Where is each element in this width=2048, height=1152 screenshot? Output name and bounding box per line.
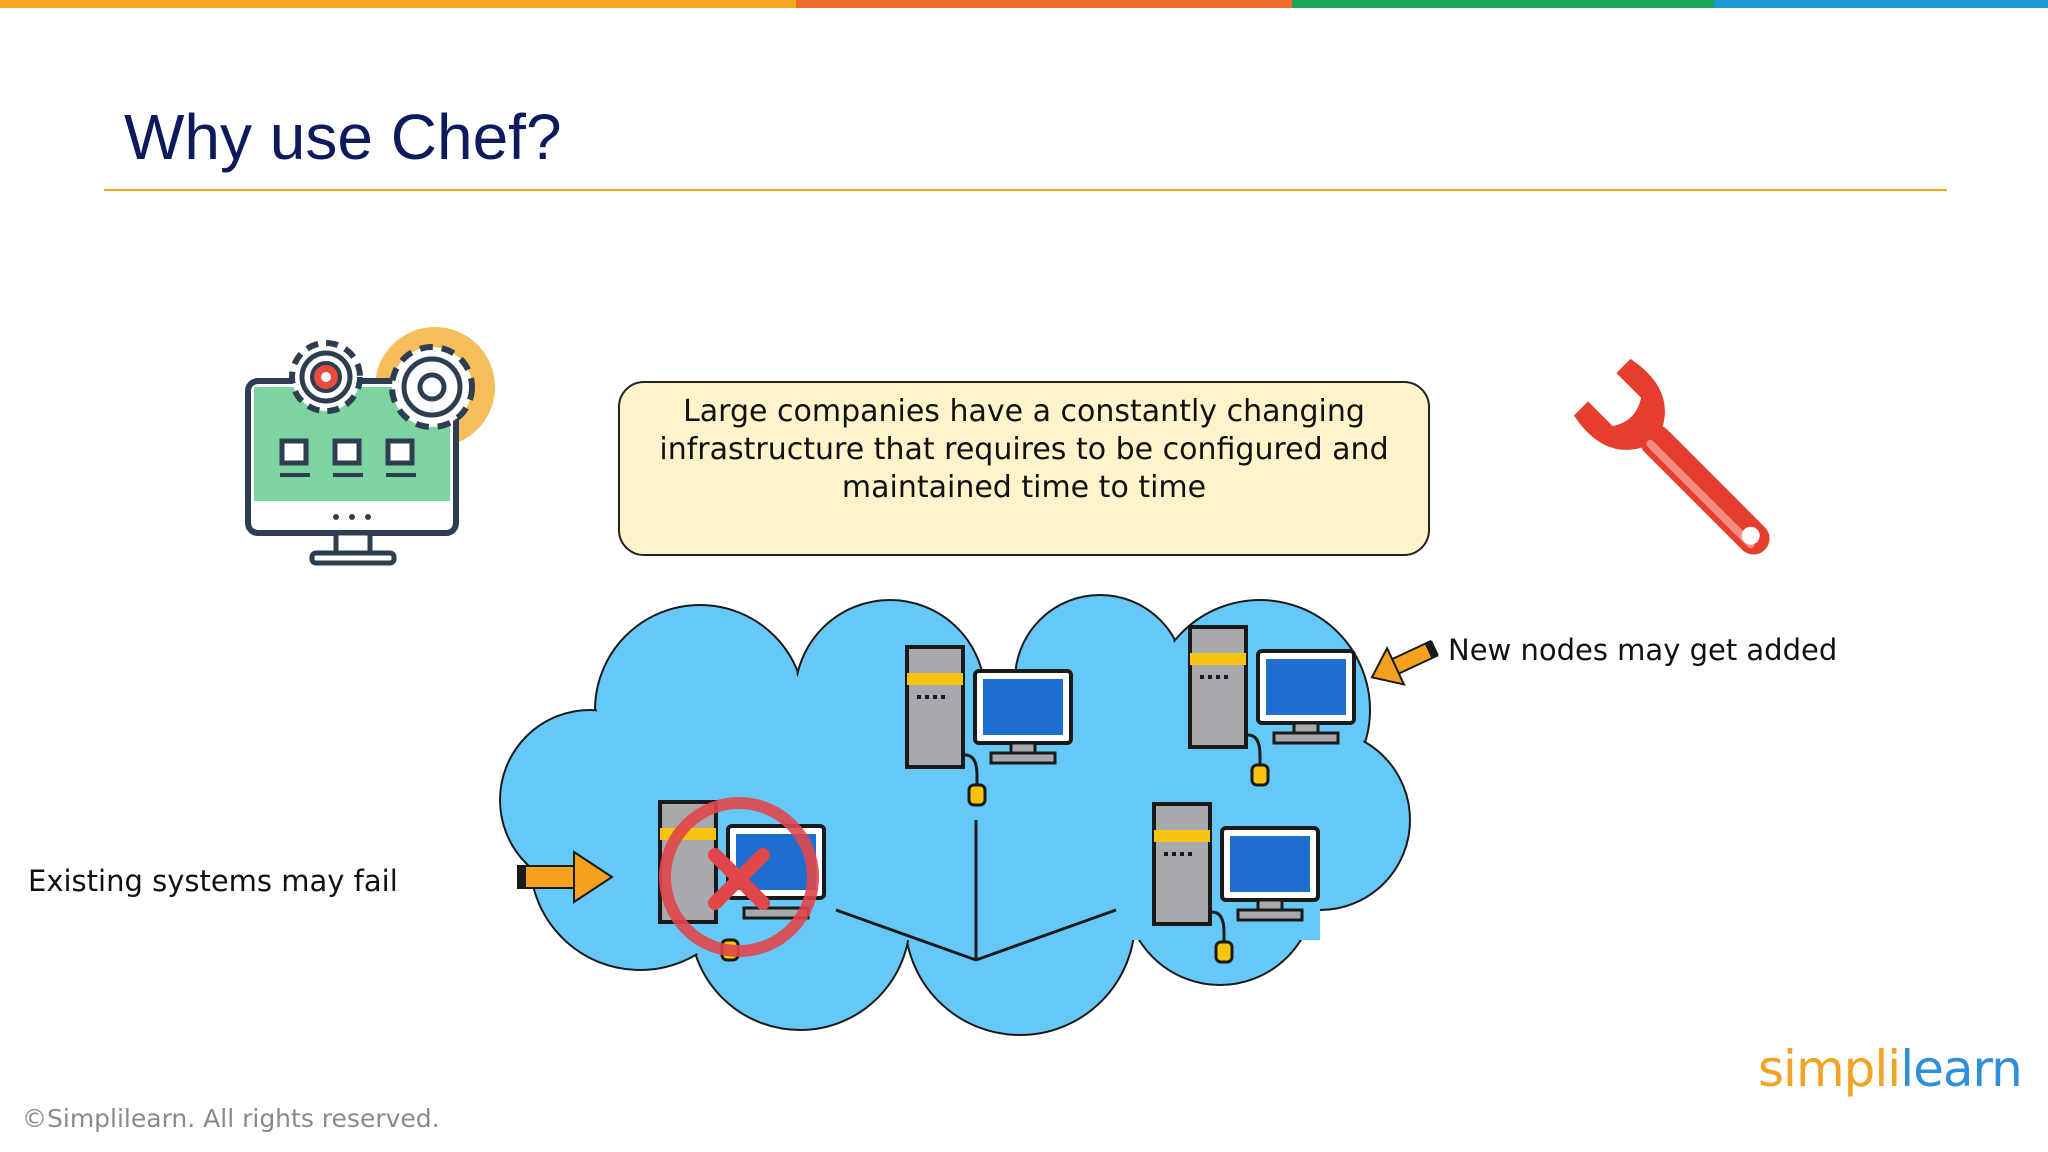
- wrench-icon: [1573, 358, 1770, 555]
- arrow-icon: [517, 850, 614, 904]
- label-new-nodes: New nodes may get added: [1448, 633, 1838, 667]
- computer-icon: [905, 645, 1073, 807]
- copyright-footer: ©Simplilearn. All rights reserved.: [22, 1104, 440, 1133]
- computer-icon: [1188, 625, 1356, 787]
- page-title: Why use Chef?: [124, 101, 562, 173]
- title-divider: [104, 189, 1947, 191]
- computer-icon: [1152, 802, 1320, 964]
- description-box: Large companies have a constantly changi…: [618, 381, 1430, 556]
- fail-x-icon: [659, 797, 819, 957]
- gear-monitor-icon: [245, 327, 495, 566]
- simplilearn-logo: simplilearn: [1758, 1040, 2023, 1098]
- arrow-icon: [1370, 639, 1439, 686]
- label-existing-fail: Existing systems may fail: [28, 864, 398, 898]
- top-color-bar: [0, 0, 2048, 8]
